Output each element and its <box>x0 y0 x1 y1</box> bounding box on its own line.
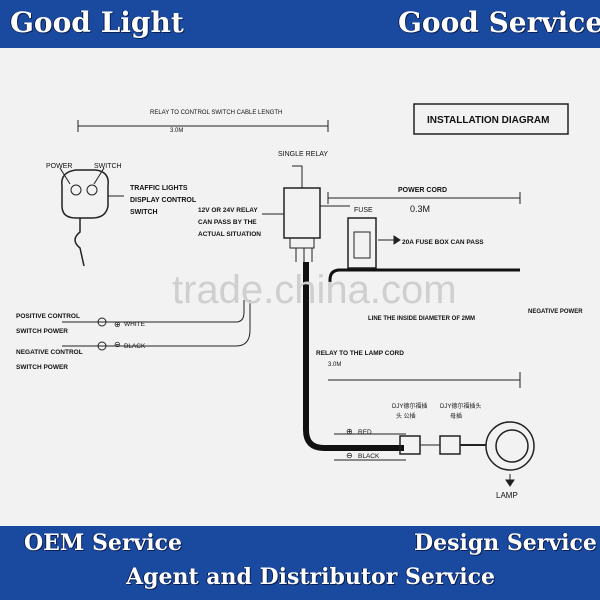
black-label: BLACK <box>124 343 146 350</box>
diagram-title: INSTALLATION DIAGRAM <box>427 115 549 126</box>
relay-note-1: 12V OR 24V RELAY <box>198 207 258 214</box>
power-cable <box>328 268 520 296</box>
lamp-label: LAMP <box>496 491 518 500</box>
black-lamp-label: BLACK <box>358 453 380 460</box>
connector-left-1: DJY德尔福插 <box>392 402 427 410</box>
connector-female <box>439 435 461 455</box>
fuse-box <box>347 217 377 269</box>
positive-line-1: POSITIVE CONTROL <box>16 313 80 320</box>
relay-cable-label: RELAY TO CONTROL SWITCH CABLE LENGTH <box>150 110 282 116</box>
relay-bracket <box>292 165 303 189</box>
banner-good-service: Good Service <box>398 6 600 39</box>
control-switch <box>61 169 109 219</box>
title-box <box>413 103 569 135</box>
single-relay-label: SINGLE RELAY <box>278 151 328 158</box>
connector-right-1: DJY德尔福插头 <box>440 402 481 410</box>
negative-power-label: NEGATIVE POWER <box>528 309 583 315</box>
banner-agent-distributor: Agent and Distributor Service <box>126 564 495 590</box>
minus-sign-black: ⊖ <box>114 340 121 349</box>
connector-right-2: 母插 <box>450 412 462 420</box>
white-label: WHITE <box>124 321 146 328</box>
switch-button <box>86 184 98 196</box>
bottom-banner <box>0 526 600 600</box>
fuse-note: 20A FUSE BOX CAN PASS <box>402 239 484 246</box>
banner-oem-service: OEM Service <box>24 530 182 556</box>
switch-label: SWITCH <box>94 163 122 170</box>
banner-design-service: Design Service <box>414 530 597 556</box>
power-cord-length: 0.3M <box>410 204 430 214</box>
plus-sign-red: ⊕ <box>346 427 353 436</box>
traffic-lights-line-3: SWITCH <box>130 209 158 216</box>
negative-line-1: NEGATIVE CONTROL <box>16 349 83 356</box>
connector-left-2: 头 公插 <box>396 412 416 420</box>
banner-good-light: Good Light <box>10 6 184 39</box>
lamp <box>485 421 535 471</box>
power-label: POWER <box>46 163 72 170</box>
relay-note-2: CAN PASS BY THE <box>198 219 257 226</box>
top-banner <box>0 0 600 48</box>
positive-line-2: SWITCH POWER <box>16 328 68 335</box>
lamp-cord-length: 3.0M <box>328 362 341 368</box>
lamp-cord-label: RELAY TO THE LAMP CORD <box>316 350 404 357</box>
relay-note-3: ACTUAL SITUATION <box>198 231 261 238</box>
line-inside-label: LINE THE INSIDE DIAMETER OF 2MM <box>368 316 475 322</box>
watermark: trade.china.com <box>172 268 457 312</box>
traffic-lights-line-1: TRAFFIC LIGHTS <box>130 185 188 192</box>
diagram-panel <box>0 48 600 526</box>
single-relay <box>283 187 321 239</box>
power-cord-label: POWER CORD <box>398 187 447 194</box>
negative-line-2: SWITCH POWER <box>16 364 68 371</box>
red-label: RED <box>358 429 372 436</box>
relay-cable-length: 3.0M <box>170 128 183 134</box>
power-button <box>70 184 82 196</box>
main-cable <box>303 262 404 451</box>
traffic-lights-line-2: DISPLAY CONTROL <box>130 197 197 204</box>
minus-sign-black-lamp: ⊖ <box>346 451 353 460</box>
plus-sign-white: ⊕ <box>114 320 121 329</box>
fuse-label: FUSE <box>354 207 373 214</box>
